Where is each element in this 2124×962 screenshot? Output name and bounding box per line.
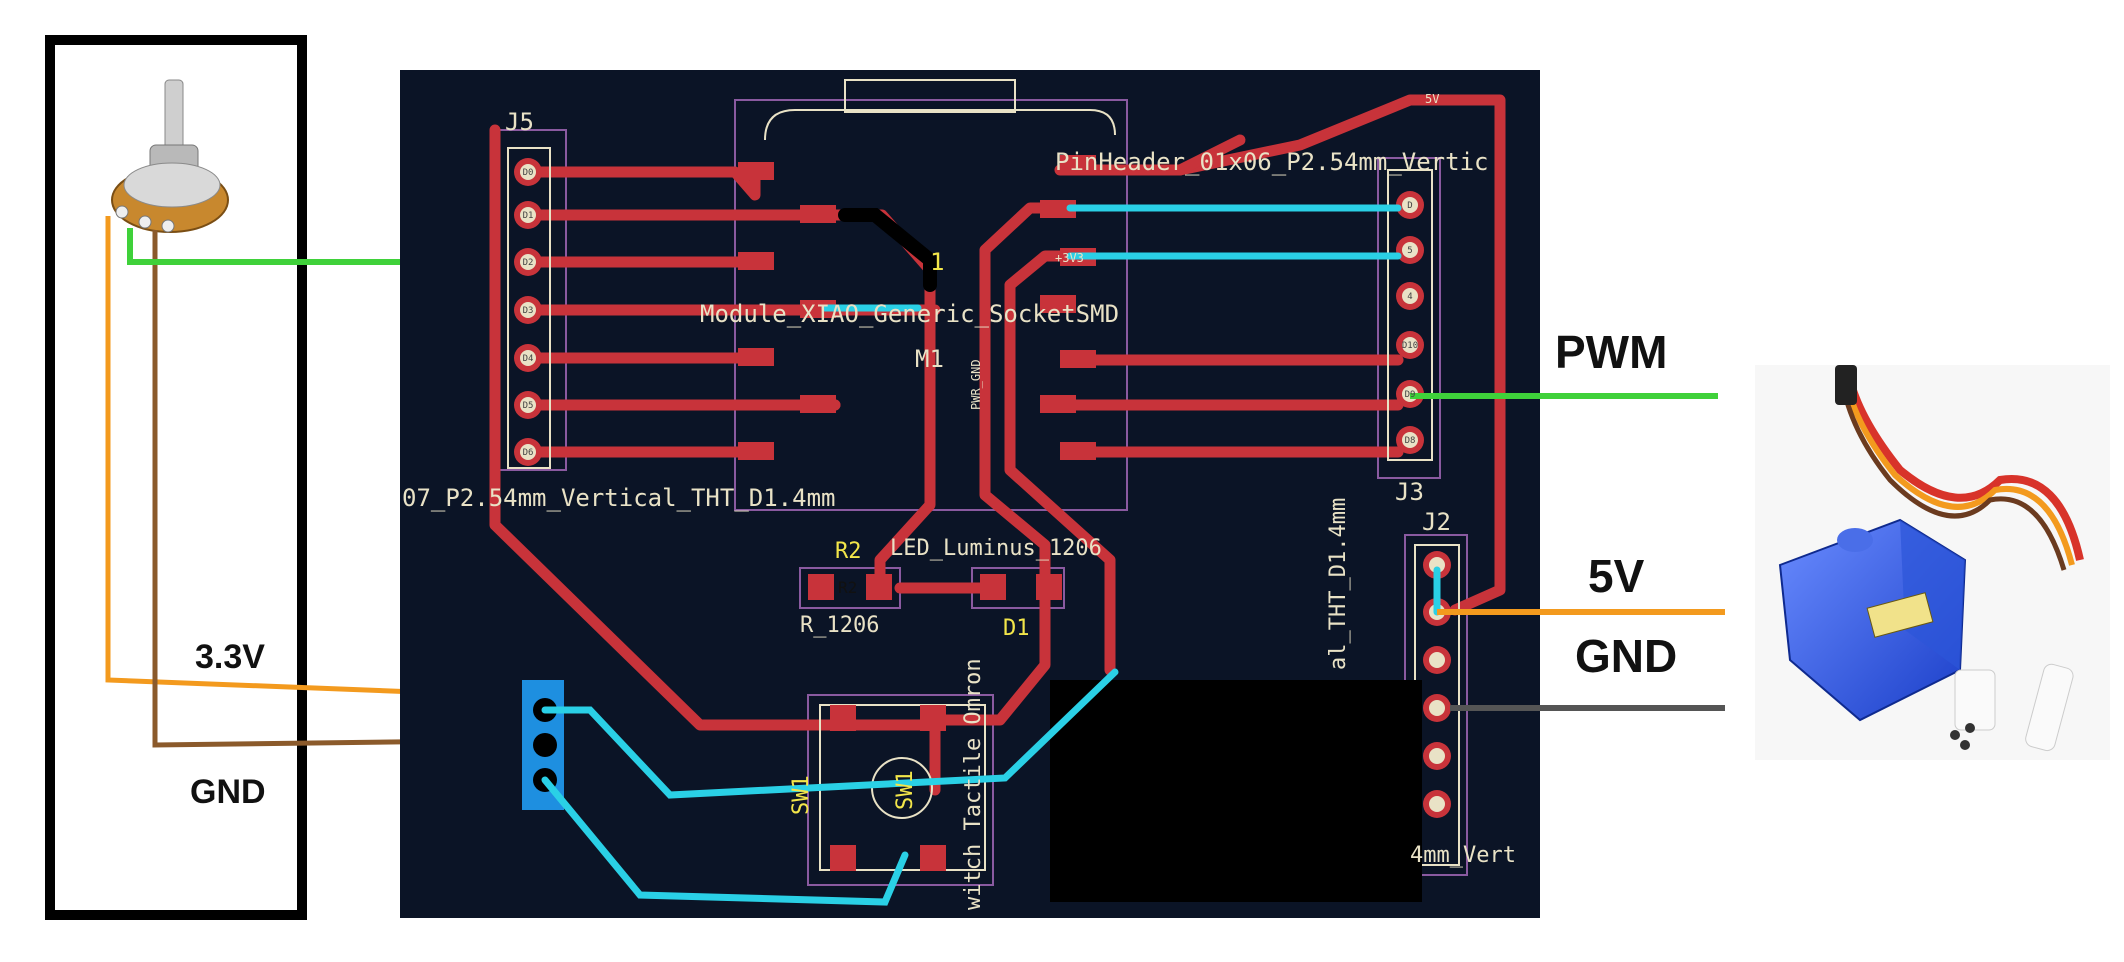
j5-pin-label: D5 [523,401,534,411]
potentiometer-frame [45,35,307,920]
sw1-side-label: SW1 [789,775,814,815]
header-top-label: PinHeader_01x06_P2.54mm_Vertic [1055,148,1488,176]
r2-d1-pads [808,574,1062,600]
black-trace [838,208,937,292]
net-pwrgnd-label: PWR_GND [969,359,983,410]
cyan-jumpers [541,204,1441,906]
j2-footprint: 4mm_Vert [1410,843,1516,868]
j5-header-body [507,147,551,469]
switch-footprint: witch_Tactile_Omron [961,658,986,910]
orange-wire-3v3 [105,216,546,700]
potentiometer-icon [111,79,229,233]
j3-footprint: al_THT_D1.4mm [1326,498,1351,670]
r2-pad-label: R2 [838,578,857,597]
j3-pin-label: 4 [1407,292,1412,302]
m1-label: M1 [915,345,944,373]
net-3v3-label: +3V3 [1055,251,1084,265]
sw1-switch [819,704,986,871]
j3-label: J3 [1395,478,1424,506]
module-silk-outline [764,109,1116,141]
j5-pads [514,158,542,466]
j3-pads [1396,191,1424,454]
j3-pin-label: D8 [1405,436,1416,446]
j3-header-body [1387,169,1433,461]
pot-connector [522,680,564,810]
j5-pin-label: D0 [523,168,534,178]
j5-footprint: 07_P2.54mm_Vertical_THT_D1.4mm [402,484,835,512]
label-gnd-right: GND [1575,630,1677,682]
j5-pin-label: D1 [523,211,534,221]
green-wire-wiper [127,228,520,265]
r2-footprint: R_1206 [800,613,879,638]
label-gnd-left: GND [190,773,266,811]
net-5v-top: 5V [1425,92,1439,106]
j5-pin-label: D2 [523,258,534,268]
j3-pin-label: D10 [1402,341,1418,351]
j5-pin-label: D6 [523,448,534,458]
module-pads [738,155,1096,460]
ref-1-label: 1 [930,248,944,276]
label-5v: 5V [1588,550,1645,602]
j3-pin-label: D9 [1405,390,1416,400]
module-label: Module_XIAO_Generic_SocketSMD [700,300,1119,328]
label-3v3: 3.3V [195,638,265,676]
j5-pin-label: D3 [523,306,534,316]
j3-pin-label: D [1407,201,1412,211]
servo-motor-icon [1755,365,2110,760]
copper-traces [489,94,1506,796]
sw1-center-label: SW1 [893,770,918,810]
module-connector-silk [844,79,1016,113]
j2-label: J2 [1422,508,1451,536]
led-footprint: LED_Luminus_1206 [890,536,1102,561]
j5-label: J5 [505,108,534,136]
j5-pin-label: D4 [523,354,534,364]
redacted-area [1050,680,1422,902]
label-pwm: PWM [1555,326,1667,378]
d1-label: D1 [1003,616,1030,641]
j3-pin-label: 5 [1407,246,1412,256]
r2-ref-label: R2 [835,539,862,564]
